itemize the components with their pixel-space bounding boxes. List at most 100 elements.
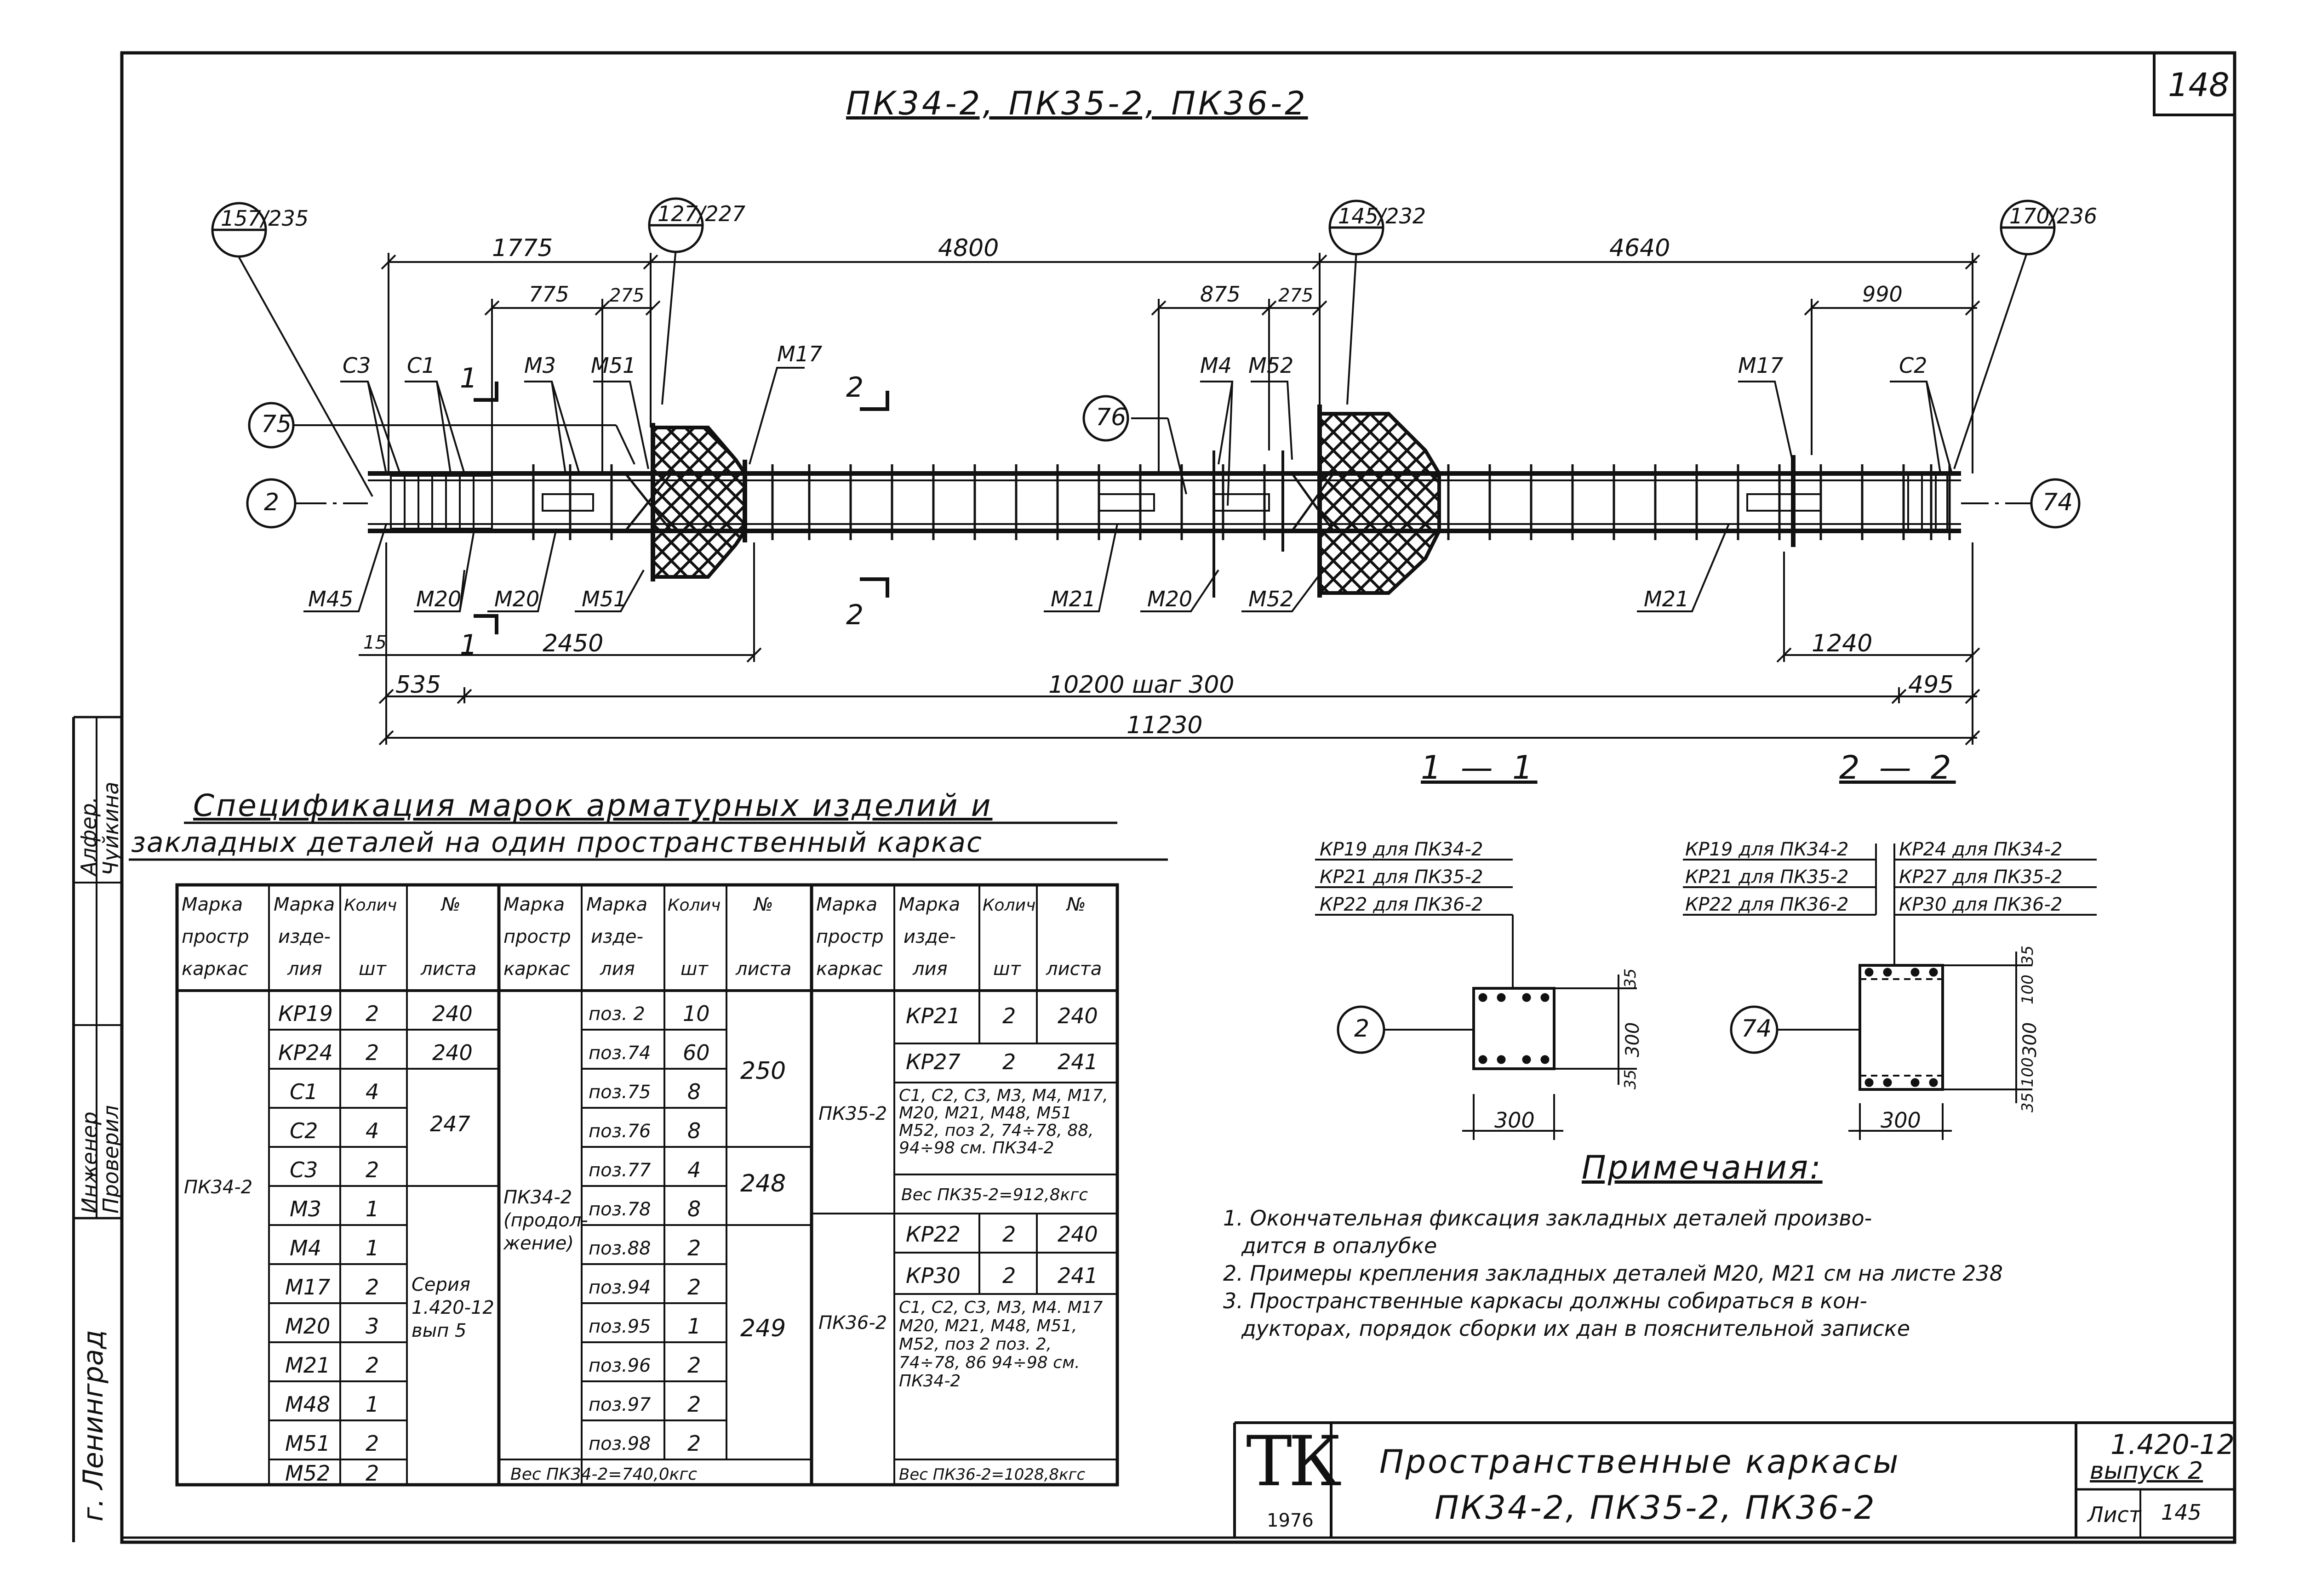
s2-note-right-1: КР24 для ПК34-2 [1899,839,2063,860]
b3-frame-a: ПК35-2 [818,1103,887,1124]
s2-note-left-3: КР22 для ПК36-2 [1685,894,1849,915]
label-m17-left: М17 [777,342,823,366]
hdr-b1-c3-l2: шт [359,958,386,980]
b2-r5-pos: поз.78 [589,1199,651,1220]
hdr-b1-c2-l2: изде- [278,926,331,947]
hdr-b1-c1-l1: Марка [182,894,243,915]
dim-4640: 4640 [1609,234,1670,262]
drawing-name-line2: ПК34-2, ПК35-2, ПК36-2 [1435,1489,1876,1527]
b1-r1-sheet: 240 [432,1040,473,1065]
hdr-b1-c3-l1: Колич [344,896,397,915]
dim-4800: 4800 [938,234,999,262]
b3a-r0-sheet: 240 [1058,1003,1098,1028]
hdr-b3-c4-l2: листа [1046,958,1102,980]
b1-r10-mark: М48 [285,1392,331,1417]
b2-r8-qty: 1 [687,1314,701,1339]
dim-10200: 10200 шаг 300 [1048,671,1235,699]
hdr-b2-c1-l1: Марка [503,894,565,915]
b1-r8-mark: М20 [285,1314,331,1339]
logo-tk: ТК [1246,1422,1342,1502]
dim-535: 535 [395,671,441,699]
note-line-5: дукторах, порядок сборки их дан в поясни… [1241,1316,1910,1341]
b3b-weight: Вес ПК36-2=1028,8кгс [899,1465,1086,1484]
hdr-b3-c1-l1: Марка [816,894,878,915]
dim-2450: 2450 [543,630,604,657]
s2-note-left-1: КР19 для ПК34-2 [1685,839,1849,860]
label-m52-top: М52 [1248,353,1294,378]
dim-275-right: 275 [1278,285,1314,306]
dim-1775: 1775 [492,234,553,262]
label-c2: С2 [1899,353,1927,378]
b2-r11-pos: поз.98 [589,1433,651,1454]
hdr-b1-c1-l2: простр [182,926,249,947]
hdr-b1-c2-l3: лия [287,958,322,980]
b3b-r1-sheet: 241 [1058,1263,1098,1288]
b1-r12-qty: 2 [366,1461,379,1486]
dim-275-left: 275 [609,285,645,306]
section-mark-1-top: 1 [460,362,478,394]
main-elevation [368,405,1961,598]
label-c3: С3 [343,353,371,378]
s2-dim-35-top: 35 [2019,945,2037,965]
s2-dim-100-bottom: 100 [2019,1057,2037,1087]
s2-dim-300: 300 [2019,1022,2041,1057]
b3a-r1-mark: КР27 [906,1049,961,1074]
s1-note-3: КР22 для ПК36-2 [1320,894,1483,915]
b1-frame: ПК34-2 [184,1177,253,1198]
b2-r3-qty: 8 [687,1118,701,1143]
s2-dim-35-bottom: 35 [2019,1092,2037,1112]
callout-circles [211,197,2081,529]
b2-r5-qty: 8 [687,1197,701,1221]
s1-note-1: КР19 для ПК34-2 [1320,839,1483,860]
hdr-b1-c4-l1: № [441,894,461,915]
section-2-2-title: 2 — 2 [1839,749,1956,787]
logo-year: 1976 [1267,1510,1314,1531]
section-mark-2-bottom: 2 [846,599,864,631]
b2-r4-qty: 4 [687,1157,701,1182]
b2-sheet-249: 249 [740,1315,786,1342]
b3b-r1-qty: 2 [1002,1263,1016,1288]
b1-r7-mark: М17 [285,1275,331,1300]
dim-495: 495 [1908,671,1954,699]
b1-r3-mark: С2 [290,1118,318,1143]
b3b-r1-mark: КР30 [906,1263,961,1288]
b2-r9-qty: 2 [687,1353,701,1378]
sheet-frame [72,51,2236,1544]
b1-r0-sheet: 240 [432,1001,473,1026]
b2-sheet-248: 248 [740,1170,786,1197]
spec-title-line2: закладных деталей на один пространственн… [131,826,983,859]
label-m20-b: М20 [494,587,540,611]
hdr-b3-c1-l2: простр [816,926,884,947]
dim-1240: 1240 [1812,630,1873,657]
b1-r7-sheet: Серия 1.420-12 вып 5 [412,1274,494,1341]
section-2-2 [1730,915,2032,1140]
s1-dim-35-bottom: 35 [1621,1069,1640,1089]
b1-r1-qty: 2 [366,1040,379,1065]
note-line-3: 2. Примеры крепления закладных деталей М… [1223,1261,2003,1286]
b1-r1-mark: КР24 [278,1040,333,1065]
hdr-b1-c1-l3: каркас [182,958,248,980]
b3-frame-b: ПК36-2 [818,1312,887,1334]
notes-title: Примечания: [1582,1149,1823,1186]
b2-r6-qty: 2 [687,1236,701,1260]
hdr-b3-c3-l1: Колич [983,896,1036,915]
dim-775: 775 [529,282,569,307]
b2-r0-pos: поз. 2 [589,1003,645,1025]
hdr-b2-c2-l1: Марка [586,894,648,915]
b1-r6-mark: М4 [290,1236,321,1260]
b1-r6-qty: 1 [366,1236,379,1260]
hdr-b2-c3-l2: шт [681,958,708,980]
b1-r3-qty: 4 [366,1118,379,1143]
label-m51-bottom: М51 [582,587,627,611]
stamp-city: г. Ленинград [77,1329,109,1522]
hdr-b1-c4-l2: листа [421,958,477,980]
b2-r3-pos: поз.76 [589,1121,651,1142]
hdr-b3-c2-l1: Марка [899,894,961,915]
drawing-name-line1: Пространственные каркасы [1379,1443,1900,1481]
s1-note-2: КР21 для ПК35-2 [1320,866,1483,888]
b2-r2-qty: 8 [687,1079,701,1104]
s2-note-left-2: КР21 для ПК35-2 [1685,866,1849,888]
section-marks [474,382,889,634]
section-note-lines [1315,844,2097,916]
sheet-value: 145 [2161,1500,2202,1525]
